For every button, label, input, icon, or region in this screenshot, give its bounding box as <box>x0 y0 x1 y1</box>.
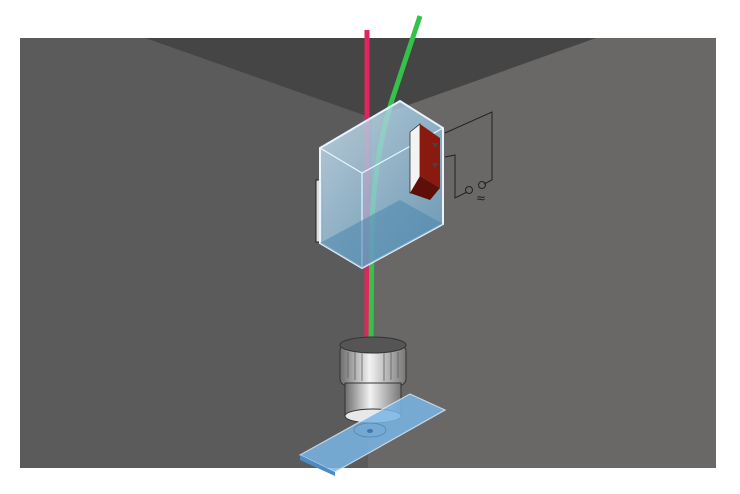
rf-circuit <box>444 111 493 199</box>
piezo-transducer <box>409 123 440 200</box>
ceiling <box>145 38 596 118</box>
left-wall <box>20 38 372 468</box>
electrode-marker-icon <box>432 143 438 148</box>
ac-source-symbol: ≈ <box>476 191 486 205</box>
electrode-marker-icon <box>432 163 438 168</box>
terminal-icon <box>465 186 473 194</box>
coverslip <box>353 422 387 438</box>
sample-spot <box>367 429 373 433</box>
knurled-ring <box>347 352 399 381</box>
terminal-icon <box>478 181 486 189</box>
microscope-slide <box>298 393 447 476</box>
